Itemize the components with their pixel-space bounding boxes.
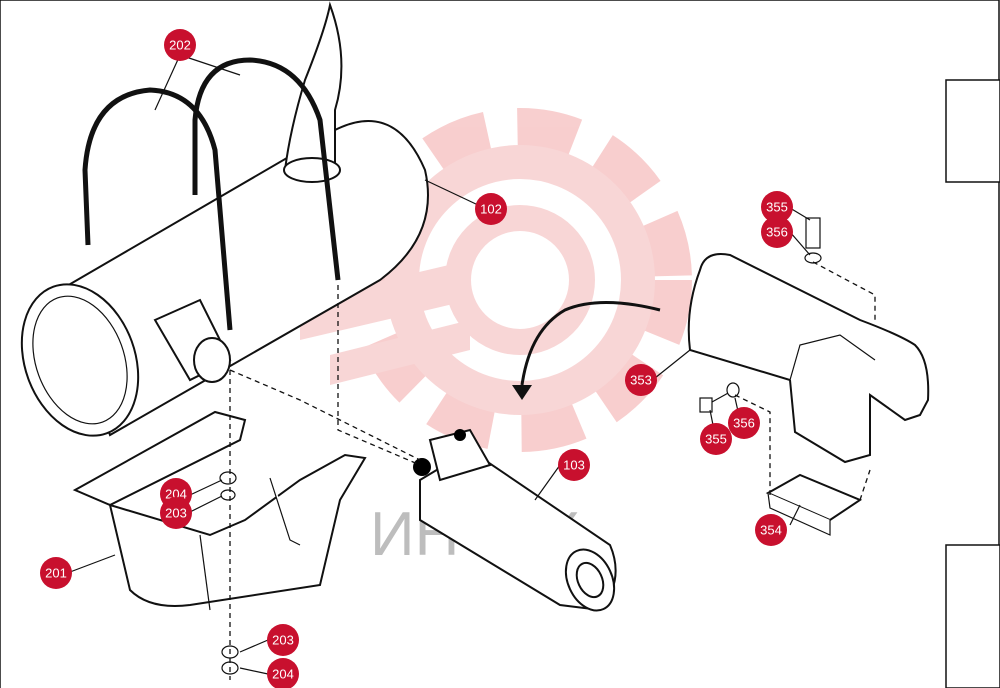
callout-202: 202: [164, 29, 196, 61]
callout-label: 201: [45, 566, 67, 581]
heat-shield-353: [687, 253, 930, 464]
bracket-201: [72, 410, 367, 611]
u-bolts-202: [82, 57, 341, 331]
callout-label: 356: [733, 416, 755, 431]
assembly-lines: [229, 261, 876, 680]
callout-355-bottom: 355: [700, 423, 732, 455]
callout-label: 202: [169, 38, 191, 53]
callout-356-bottom: 356: [728, 407, 760, 439]
callout-203-bottom: 203: [267, 624, 299, 656]
hardware: [219, 217, 822, 675]
callout-label: 204: [165, 487, 187, 502]
callout-102: 102: [475, 193, 507, 225]
callout-label: 102: [480, 202, 502, 217]
callout-355-top: 355: [761, 191, 793, 223]
callout-103: 103: [558, 449, 590, 481]
callout-label: 356: [766, 225, 788, 240]
callout-201: 201: [40, 557, 72, 589]
callout-203-top: 203: [160, 497, 192, 529]
flex-pipe-103: [413, 428, 617, 612]
callout-204-bottom: 204: [267, 658, 299, 688]
callout-label: 103: [563, 458, 585, 473]
callout-354: 354: [755, 514, 787, 546]
callout-label: 204: [272, 667, 294, 682]
callout-353: 353: [625, 364, 657, 396]
leader-lines: [69, 54, 811, 675]
callout-label: 353: [630, 373, 652, 388]
callout-356-top: 356: [761, 216, 793, 248]
muffler-102: [20, 1, 429, 437]
direction-arrow: [512, 301, 661, 400]
callout-label: 355: [705, 432, 727, 447]
callout-label: 354: [760, 523, 782, 538]
callout-label: 203: [165, 506, 187, 521]
callout-label: 203: [272, 633, 294, 648]
callout-label: 355: [766, 200, 788, 215]
